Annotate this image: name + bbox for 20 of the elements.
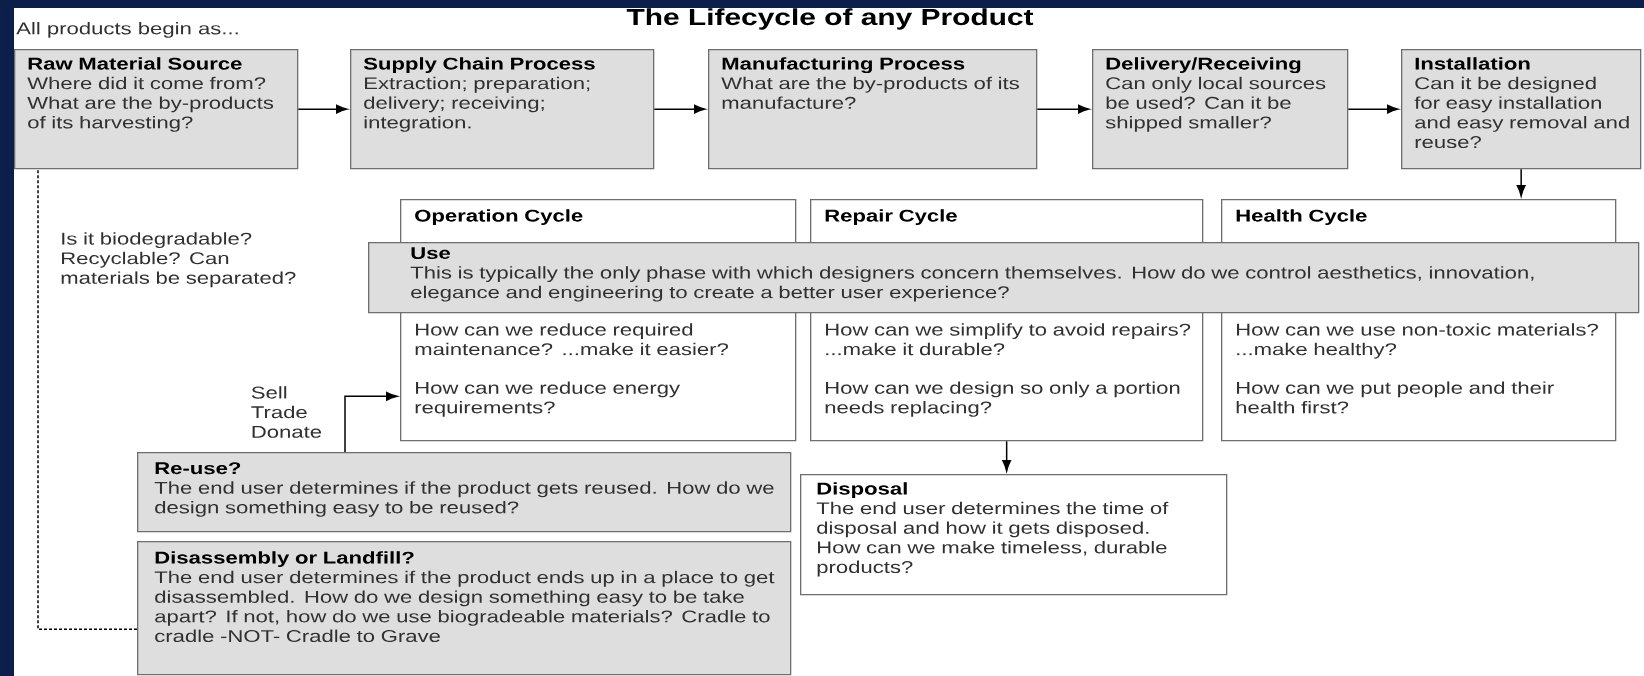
- process-box: Disposal The end user determines the time of disposal and how it gets disposed. How can we make timeless, durable products?: [800, 474, 1228, 596]
- process-box: Supply Chain Process Extraction; preparation; delivery; receiving; integration.: [350, 49, 655, 170]
- question-box: Disassembly or Landfill? The end user determines if the product ends up in a place to get disassembled. How do we design something easy to be take apart? If not, how do we use biogradeable materials? Cradle to cradle -NOT- Cradle to Grave: [137, 541, 792, 676]
- arrow: [653, 104, 706, 114]
- process-box: Delivery/Receiving Can only local sources be used? Can it be shipped smaller?: [1092, 49, 1349, 170]
- arrow: [1347, 104, 1399, 114]
- process-box: Manufacturing Process What are the by-products of its manufacture?: [708, 49, 1038, 170]
- edge-label: Sell Trade Donate: [249, 385, 330, 439]
- question-box: Re-use? The end user determines if the product gets reused. How do we design something easy to be reused?: [137, 452, 792, 533]
- process-box: Raw Material Source Where did it come from? What are the by-products of its harvesting?: [14, 49, 299, 170]
- arrow: [1002, 440, 1012, 472]
- arrow: [297, 104, 348, 114]
- note-text: Is it biodegradable? Recyclable? Can materials be separated?: [61, 232, 296, 288]
- use-band: Use This is typically the only phase with which designers concern themselves. How do we control aesthetics, innovation, elegance and engineering to create a better user experience?: [368, 242, 1640, 314]
- arrow: [1036, 104, 1090, 114]
- arrow: [1516, 168, 1526, 197]
- arrow: [344, 391, 398, 453]
- title: The Lifecycle of any Product: [626, 8, 1034, 30]
- process-box: Installation Can it be designed for easy installation and easy removal and reuse?: [1401, 49, 1642, 170]
- caption-text: All products begin as...: [16, 21, 238, 38]
